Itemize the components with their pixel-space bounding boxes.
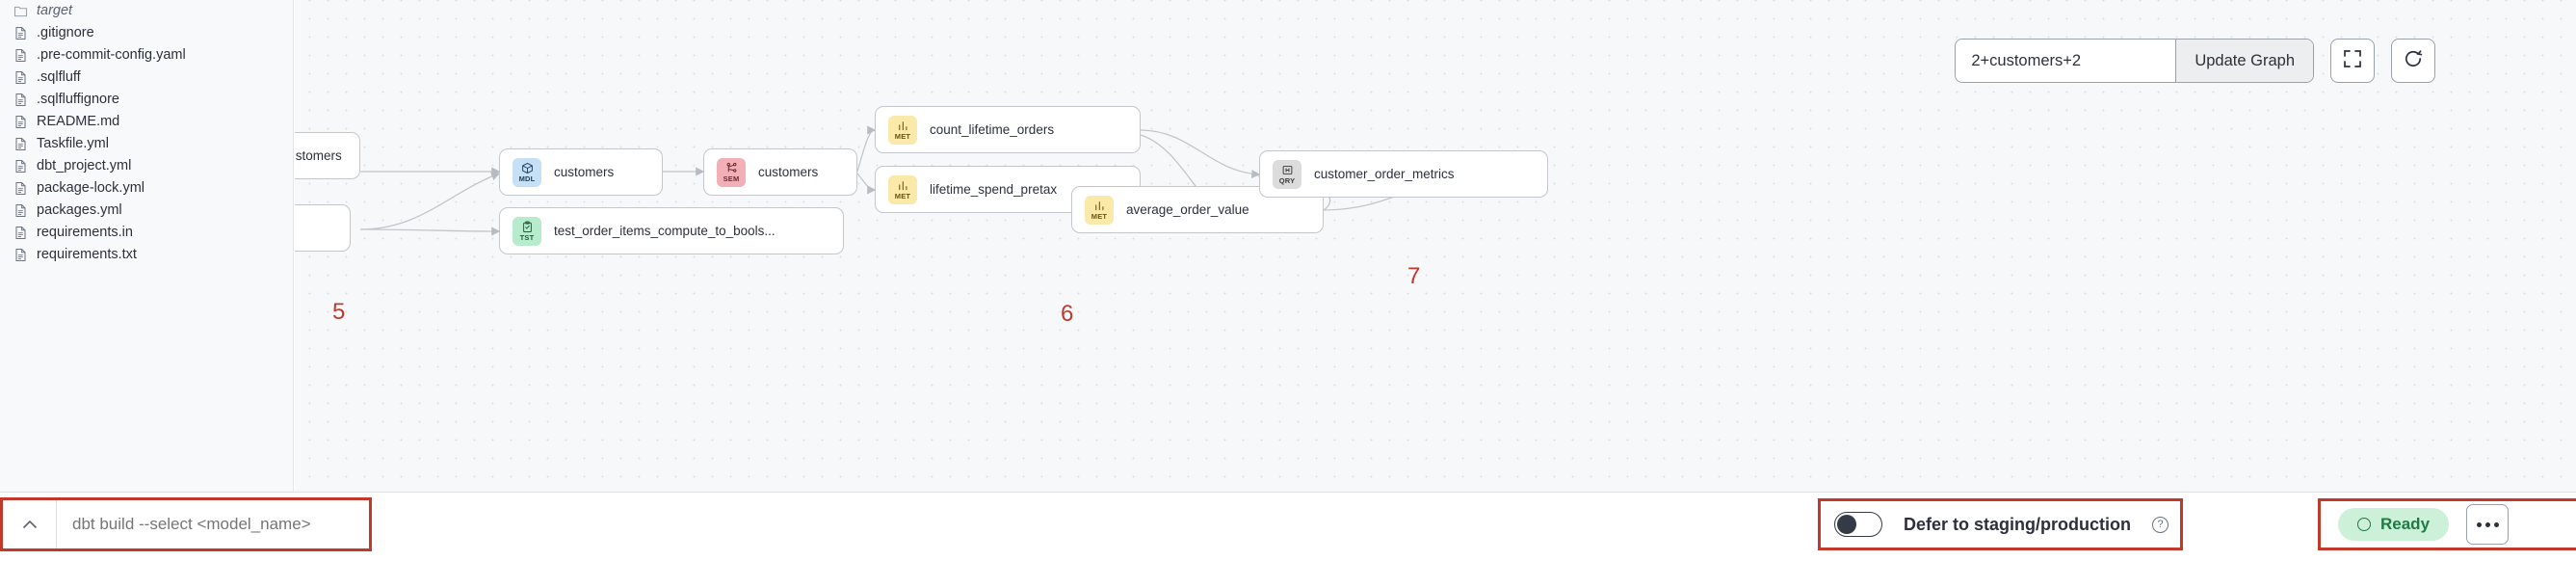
more-options-button[interactable] <box>2466 504 2510 545</box>
file-list: target .gitignore .pre-commit-config.yaml.… <box>0 0 293 266</box>
graph-toolbar[interactable]: Update Graph <box>1955 39 2435 83</box>
command-input[interactable] <box>57 500 369 548</box>
graph-node[interactable]: TST test_order_items_compute_to_bools... <box>499 207 844 254</box>
graph-node[interactable]: QRY customer_order_metrics <box>1259 150 1548 198</box>
file-icon <box>13 226 28 240</box>
file-list-item[interactable]: requirements.txt <box>0 244 293 266</box>
file-name: package-lock.yml <box>37 180 145 197</box>
file-icon <box>13 181 28 196</box>
file-name: requirements.txt <box>37 247 137 263</box>
file-icon <box>13 137 28 151</box>
graph-node[interactable]: MDL customers <box>499 148 663 196</box>
file-name: .sqlfluff <box>37 69 81 86</box>
graph-selector-combo[interactable]: Update Graph <box>1955 39 2314 83</box>
bottom-status-bar <box>0 492 2576 561</box>
file-explorer-sidebar[interactable]: target .gitignore .pre-commit-config.yaml.… <box>0 0 294 492</box>
annotation-marker: 7 <box>1407 263 1421 289</box>
file-name: Taskfile.yml <box>37 136 109 152</box>
graph-selector-input[interactable] <box>1956 40 2176 82</box>
file-name: dbt_project.yml <box>37 158 132 174</box>
model-icon: MDL <box>513 157 541 187</box>
status-label: Ready <box>2380 515 2431 533</box>
file-icon <box>13 93 28 107</box>
annotation-marker: 6 <box>1061 301 1074 327</box>
defer-control-group[interactable]: Defer to staging/production ? <box>1818 498 2183 550</box>
folder-icon <box>13 4 28 18</box>
graph-node-label: test_order_items_compute_to_bools... <box>554 224 775 238</box>
file-list-item[interactable]: .gitignore <box>0 22 293 44</box>
ellipsis-icon <box>2476 521 2499 527</box>
graph-node-label: customers <box>758 165 819 179</box>
file-list-item[interactable]: Taskfile.yml <box>0 133 293 155</box>
file-name: .gitignore <box>37 25 94 41</box>
file-list-item[interactable]: requirements.in <box>0 222 293 244</box>
update-graph-button[interactable]: Update Graph <box>2175 40 2313 82</box>
status-control-group[interactable]: Ready <box>2318 498 2576 550</box>
file-list-item[interactable]: .sqlfluffignore <box>0 89 293 111</box>
file-icon <box>13 248 28 262</box>
toggle-knob <box>1837 515 1856 534</box>
annotation-marker: 5 <box>332 299 346 325</box>
file-icon <box>13 26 28 40</box>
file-list-item[interactable]: package-lock.yml <box>0 177 293 200</box>
test-icon: TST <box>513 216 541 246</box>
file-name: requirements.in <box>37 225 133 241</box>
metric-icon: MET <box>1085 195 1114 225</box>
semantic-icon: SEM <box>717 157 746 187</box>
graph-node[interactable]: stg_customers <box>295 132 360 179</box>
refresh-graph-button[interactable] <box>2391 39 2435 83</box>
file-list-item[interactable]: README.md <box>0 111 293 133</box>
file-list-item[interactable]: packages.yml <box>0 200 293 222</box>
graph-node-label: lifetime_spend_pretax <box>930 182 1058 197</box>
query-icon: QRY <box>1273 159 1301 189</box>
file-icon <box>13 115 28 129</box>
graph-node[interactable]: MET lifetime_spend_pretax <box>875 166 1141 213</box>
circle-icon <box>2357 518 2371 531</box>
file-list-item[interactable]: .pre-commit-config.yaml <box>0 44 293 67</box>
file-icon <box>13 70 28 85</box>
file-name: .sqlfluffignore <box>37 92 119 108</box>
graph-node[interactable]: orders <box>295 204 351 252</box>
chevron-up-icon[interactable] <box>3 500 57 548</box>
fullscreen-icon <box>2342 48 2363 74</box>
command-bar[interactable] <box>0 497 372 551</box>
status-badge[interactable]: Ready <box>2338 508 2450 541</box>
defer-label: Defer to staging/production <box>1904 514 2131 534</box>
fit-view-button[interactable] <box>2330 39 2375 83</box>
graph-node[interactable]: MET count_lifetime_orders <box>875 106 1141 153</box>
file-name: .pre-commit-config.yaml <box>37 47 186 64</box>
file-list-item[interactable]: target <box>0 0 293 22</box>
graph-node-label: count_lifetime_orders <box>930 122 1055 137</box>
graph-node-label: stg_customers <box>295 148 342 163</box>
file-list-item[interactable]: .sqlfluff <box>0 67 293 89</box>
help-circle-icon[interactable]: ? <box>2152 516 2169 533</box>
metric-icon: MET <box>888 174 917 204</box>
defer-toggle[interactable] <box>1834 512 1882 537</box>
graph-node-label: customers <box>554 165 615 179</box>
file-name: packages.yml <box>37 202 122 219</box>
file-icon <box>13 48 28 63</box>
file-name: target <box>37 3 73 19</box>
graph-node-label: average_order_value <box>1126 202 1249 217</box>
graph-node[interactable]: SEM customers <box>703 148 857 196</box>
file-name: README.md <box>37 114 120 130</box>
file-icon <box>13 203 28 218</box>
file-icon <box>13 159 28 174</box>
metric-icon: MET <box>888 115 917 145</box>
file-list-item[interactable]: dbt_project.yml <box>0 155 293 177</box>
graph-node-label: customer_order_metrics <box>1314 167 1455 181</box>
refresh-icon <box>2403 48 2424 74</box>
